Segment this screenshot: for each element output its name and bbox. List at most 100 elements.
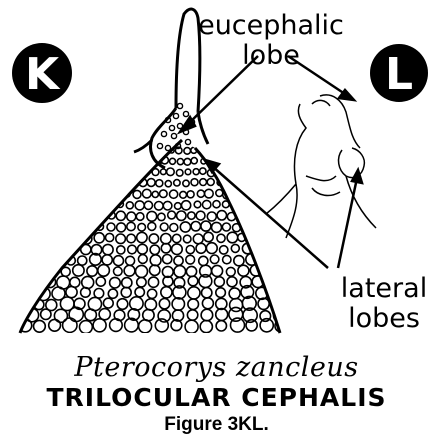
shell-pore — [216, 321, 226, 331]
shell-pore — [30, 201, 37, 208]
shell-pore — [50, 147, 55, 152]
shell-pore — [116, 234, 126, 244]
shell-pore — [260, 159, 266, 165]
shell-pore — [110, 158, 116, 164]
shell-pore — [204, 232, 213, 241]
shell-pore — [224, 168, 231, 175]
shell-pore — [180, 191, 187, 198]
shell-pore — [20, 148, 26, 154]
shell-pore — [103, 298, 113, 308]
shell-pore — [70, 179, 77, 186]
shell-pore — [8, 148, 13, 153]
panel-l-letter: L — [385, 49, 413, 100]
shell-pore — [31, 277, 42, 288]
shell-pore — [253, 223, 263, 233]
shell-pore — [87, 179, 95, 187]
shell-pore — [46, 179, 53, 186]
lateral-label: lateral lobes — [341, 273, 427, 334]
shell-pore — [73, 234, 81, 242]
shell-pore — [28, 146, 34, 152]
shell-pore — [137, 278, 146, 287]
cephalis-pore — [171, 133, 176, 138]
shell-pore — [182, 201, 191, 210]
shell-pore — [200, 321, 212, 333]
shell-pore — [11, 267, 21, 277]
shell-pore — [34, 320, 46, 332]
shell-pore — [210, 255, 219, 264]
shell-pore — [20, 201, 27, 208]
shell-pore — [278, 211, 286, 219]
shell-pore — [88, 202, 96, 210]
shell-pore — [38, 169, 44, 175]
shell-pore — [149, 234, 158, 243]
shell-pore — [199, 256, 208, 265]
shell-pore — [225, 146, 232, 153]
shell-pore — [16, 255, 26, 265]
shell-pore — [21, 223, 31, 233]
shell-pore — [79, 169, 85, 175]
shell-pore — [94, 233, 104, 243]
shell-pore — [279, 245, 287, 253]
shell-pore — [160, 190, 168, 198]
shell-pore — [268, 179, 276, 187]
shell-pore — [174, 266, 186, 278]
shell-pore — [78, 256, 87, 265]
shell-pore — [87, 266, 97, 276]
shell-pore — [261, 266, 272, 277]
shell-pore — [124, 265, 135, 276]
shell-pore — [212, 222, 222, 232]
shell-pore — [135, 201, 144, 210]
shell-pore — [14, 147, 20, 153]
shell-pore — [196, 243, 206, 253]
shell-pore — [264, 169, 270, 175]
shell-pore — [64, 157, 71, 164]
shell-pore — [143, 189, 152, 198]
shell-pore — [150, 265, 160, 275]
shell-pore — [258, 298, 269, 309]
shell-pore — [121, 287, 131, 297]
cephalis-pore — [177, 103, 182, 108]
shell-pore — [105, 148, 110, 153]
shell-pore — [231, 244, 239, 252]
shell-pore — [148, 277, 158, 287]
shell-pore — [96, 277, 105, 286]
cephalis-pore — [173, 113, 178, 118]
shell-pore — [148, 289, 157, 298]
shell-pore — [36, 211, 45, 220]
shell-pore — [186, 246, 194, 254]
shell-pore — [128, 147, 133, 152]
shell-pore — [97, 202, 104, 209]
shell-pore — [81, 244, 91, 254]
shell-pore — [80, 321, 93, 334]
shell-pore — [51, 191, 59, 199]
thorax-shell — [3, 140, 294, 333]
shell-pore — [212, 265, 223, 276]
shell-pore — [78, 200, 86, 208]
shell-pore — [216, 190, 223, 197]
shell-pore — [200, 168, 206, 174]
shell-pore — [117, 299, 128, 310]
shell-pore — [249, 169, 255, 175]
shell-pore — [201, 221, 211, 231]
shell-pore — [150, 245, 159, 254]
shell-pore — [253, 147, 259, 153]
panel-l-sketch — [266, 95, 376, 238]
shell-pore — [11, 244, 22, 255]
shell-pore — [11, 201, 19, 209]
shell-pore — [41, 157, 47, 163]
shell-pore — [41, 309, 51, 319]
shell-pore — [203, 200, 211, 208]
shell-pore — [121, 179, 129, 187]
shell-pore — [78, 157, 85, 164]
shell-pore — [215, 277, 225, 287]
shell-pore — [96, 180, 102, 186]
shell-pore — [237, 159, 243, 165]
shell-pore — [167, 168, 175, 176]
shell-pore — [24, 191, 31, 198]
shell-pore — [80, 191, 86, 197]
shell-pore — [155, 202, 164, 211]
shell-pore — [233, 148, 239, 154]
shell-pore — [87, 168, 95, 176]
shell-pore — [283, 148, 288, 153]
shell-pore — [28, 234, 38, 244]
